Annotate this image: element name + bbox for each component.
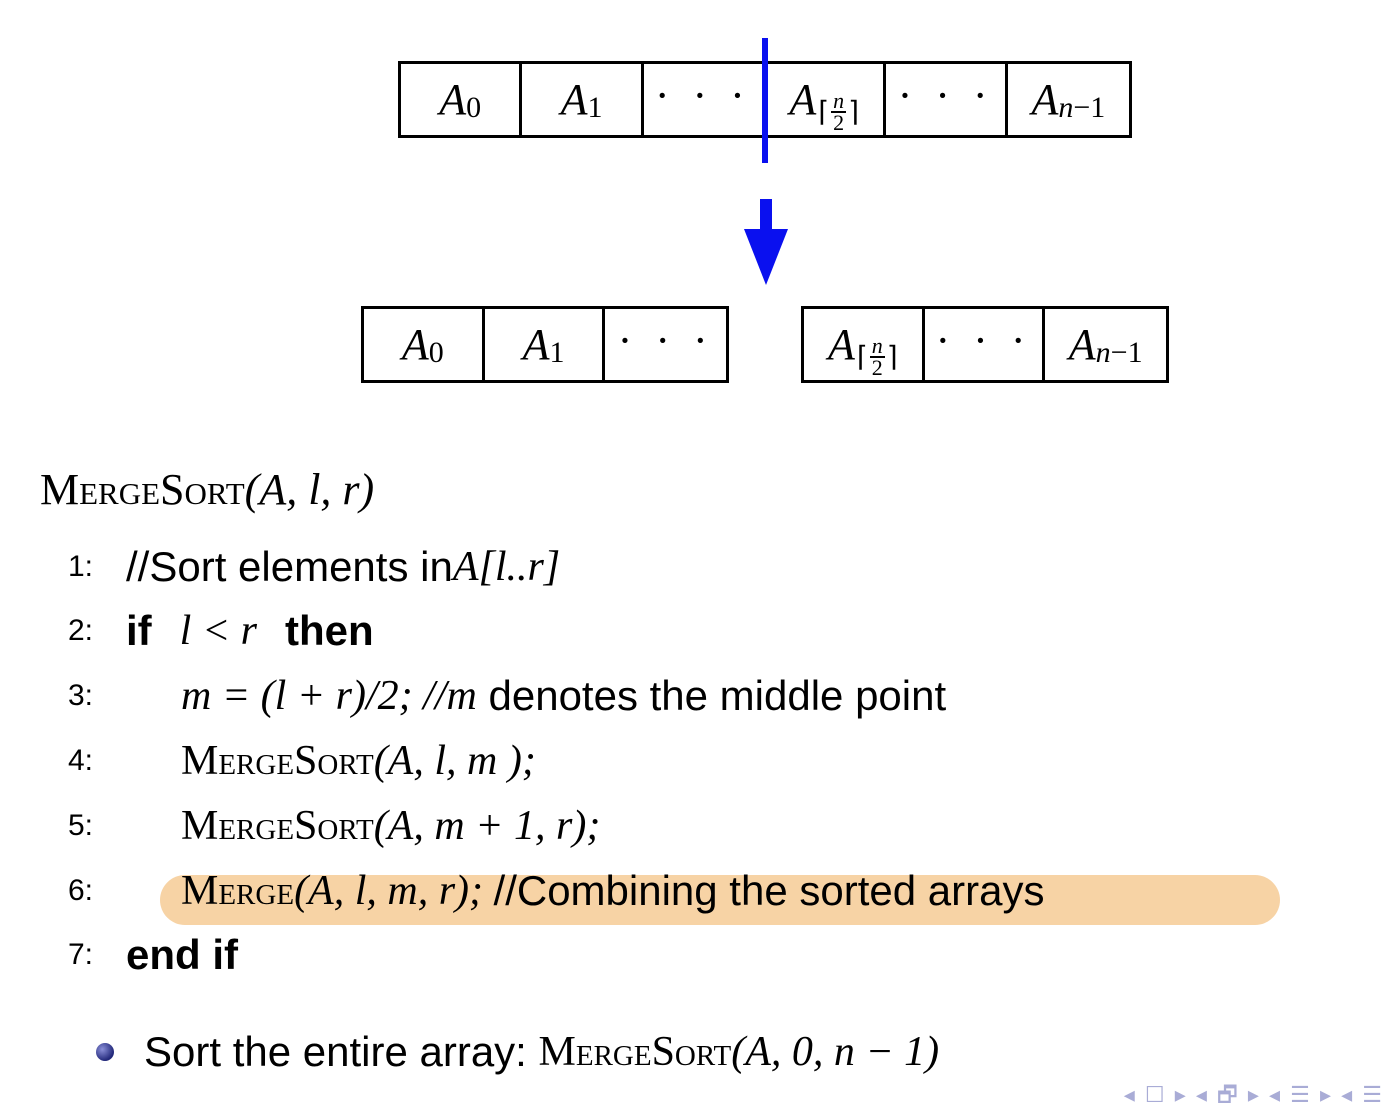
array-cell-ellipsis: · · · (617, 316, 714, 365)
split-line (762, 38, 768, 163)
line-number: 7: (68, 938, 94, 971)
algorithm-title: MergeSort(A, l, r) (40, 464, 374, 515)
keyword-end-if: end if (126, 931, 238, 978)
bullet-item: Sort the entire array: MergeSort(A, 0, n… (96, 1028, 939, 1076)
math-expr: m = (l + r)/2; //m (181, 673, 477, 719)
array-cell-ellipsis: · · · (925, 309, 1046, 380)
function-args: (A, l, m ); (373, 738, 536, 784)
line-number: 5: (68, 809, 94, 842)
condition: l < r (179, 608, 258, 654)
algo-line-1: 1: //Sort elements in A[l..r] (68, 537, 560, 597)
bullet-dot-icon (96, 1043, 114, 1061)
array-cell-ellipsis: · · · (644, 64, 766, 135)
algo-line-3: 3: m = (l + r)/2; //m denotes the middle… (68, 666, 946, 726)
array-cell-ellipsis: · · · (886, 64, 1008, 135)
function-args: (A, 0, n − 1) (731, 1029, 940, 1075)
keyword-then: then (285, 607, 374, 654)
function-name: MergeSort (181, 803, 374, 849)
line-number: 2: (68, 614, 94, 647)
function-name: MergeSort (40, 465, 245, 514)
function-args: (A, l, r) (244, 465, 375, 514)
line-number: 4: (68, 744, 94, 777)
keyword-if: if (126, 607, 152, 654)
comment-text: //Combining the sorted arrays (493, 867, 1045, 914)
function-name: MergeSort (181, 738, 374, 784)
merge-line-highlight (160, 875, 1280, 925)
comment-text: //Sort elements in (126, 543, 453, 590)
line-number: 6: (68, 874, 94, 907)
function-name: MergeSort (538, 1029, 732, 1075)
math-expr: A[l..r] (452, 544, 561, 590)
function-args: (A, m + 1, r); (373, 803, 601, 849)
function-name: Merge (181, 868, 295, 914)
slide-navigation-icons[interactable]: ◂ ☐ ▸ ◂ 🗗 ▸ ◂ ☰ ▸ ◂ ☰ (1123, 1082, 1384, 1107)
line-number: 1: (68, 550, 94, 583)
algo-line-6: 6: Merge(A, l, m, r); //Combining the so… (68, 861, 1044, 921)
line-number: 3: (68, 679, 94, 712)
algo-line-4: 4: MergeSort(A, l, m ); (68, 731, 536, 791)
algo-line-2: 2: if l < r then (68, 601, 374, 661)
bullet-text: Sort the entire array: (144, 1028, 539, 1075)
comment-text: denotes the middle point (476, 672, 947, 719)
algo-line-5: 5: MergeSort(A, m + 1, r); (68, 796, 600, 856)
algo-line-7: 7: end if (68, 925, 238, 985)
function-args: (A, l, m, r); (294, 868, 494, 914)
down-arrow-icon (744, 199, 788, 285)
